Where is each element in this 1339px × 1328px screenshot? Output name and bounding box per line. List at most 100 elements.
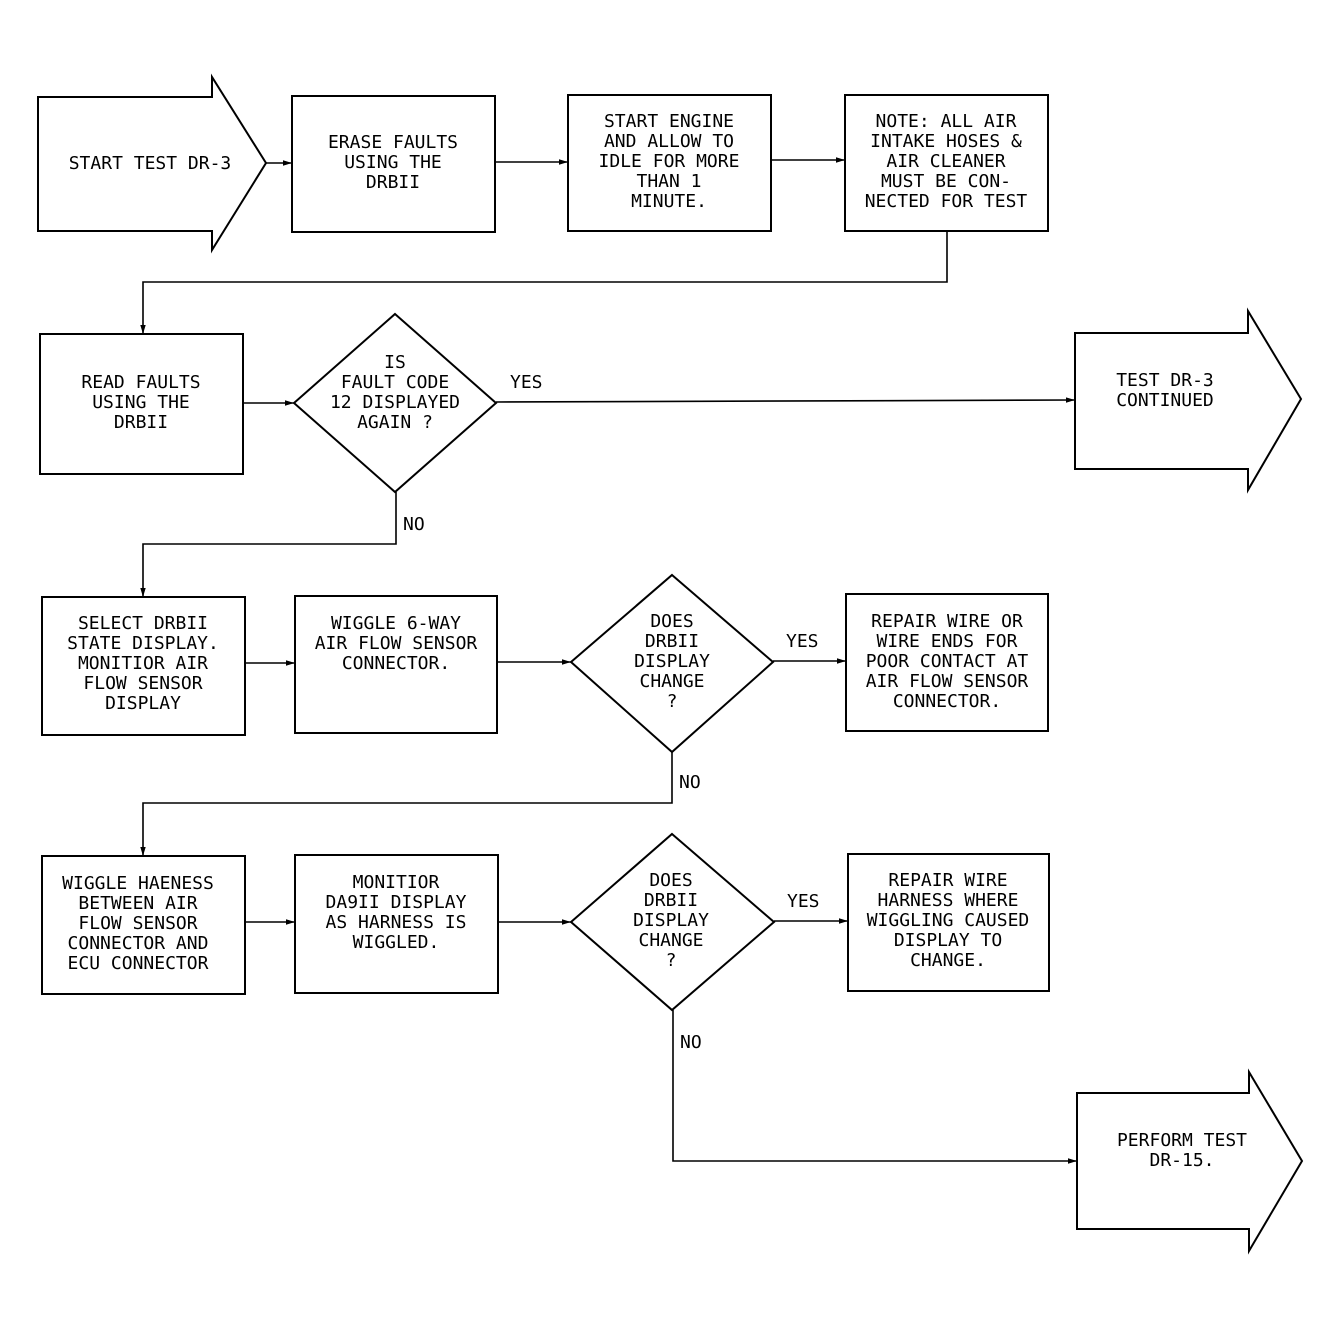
d2-line-0: DOES xyxy=(650,611,693,632)
fault-code-decision-shape xyxy=(292,312,498,494)
d1-line-3: AGAIN ? xyxy=(357,412,433,433)
start-line-0: START TEST DR-3 xyxy=(69,153,232,174)
wiggle_h-line-3: CONNECTOR AND xyxy=(68,933,209,954)
select-line-1: STATE DISPLAY. xyxy=(67,633,219,654)
note-line-3: MUST BE CON- xyxy=(881,171,1011,192)
start-engine-box xyxy=(567,94,772,232)
connector-decision3-no xyxy=(672,1010,1077,1164)
erase-line-2: DRBII xyxy=(366,172,420,193)
d1-line-0: IS xyxy=(384,352,406,373)
note-line-4: NECTED FOR TEST xyxy=(865,191,1028,212)
connector-decision1-yes xyxy=(495,397,1076,403)
repair-harness-box xyxy=(847,853,1050,992)
monitor-line-3: WIGGLED. xyxy=(353,932,440,953)
repair1-line-4: CONNECTOR. xyxy=(893,691,1001,712)
select-line-2: MONITIOR AIR xyxy=(78,653,208,674)
decision2-yes-label: YES xyxy=(786,631,819,652)
continued-arrow-shape xyxy=(1074,307,1303,494)
select-drbii-box xyxy=(41,596,246,736)
select-line-3: FLOW SENSOR xyxy=(83,673,202,694)
d2-line-2: DISPLAY xyxy=(634,651,710,672)
repair2-line-2: WIGGLING CAUSED xyxy=(867,910,1030,931)
repair1-line-3: AIR FLOW SENSOR xyxy=(866,671,1029,692)
repair1-line-2: POOR CONTACT AT xyxy=(866,651,1029,672)
decision3-yes-label: YES xyxy=(787,891,820,912)
d3-line-4: ? xyxy=(666,950,677,971)
repair1-line-1: WIRE ENDS FOR xyxy=(877,631,1018,652)
erase-line-0: ERASE FAULTS xyxy=(328,132,458,153)
repair2-line-4: CHANGE. xyxy=(910,950,986,971)
note-line-1: INTAKE HOSES & xyxy=(870,131,1022,152)
decision3-no-label: NO xyxy=(680,1032,702,1053)
continued-line-1: CONTINUED xyxy=(1116,390,1214,411)
repair2-line-1: HARNESS WHERE xyxy=(878,890,1019,911)
decision1-no-label: NO xyxy=(403,514,425,535)
repair1-line-0: REPAIR WIRE OR xyxy=(871,611,1023,632)
d3-line-3: CHANGE xyxy=(638,930,703,951)
wiggle_h-line-0: WIGGLE HAENESS xyxy=(62,873,214,894)
repair-contact-box xyxy=(845,593,1049,732)
erase-faults-box xyxy=(291,95,496,233)
select-line-4: DISPLAY xyxy=(105,693,181,714)
start_engine-line-3: THAN 1 xyxy=(636,171,701,192)
wiggle-harness-box xyxy=(41,855,246,995)
start-arrow-shape xyxy=(37,73,268,254)
d3-line-2: DISPLAY xyxy=(633,910,709,931)
wiggle_h-line-4: ECU CONNECTOR xyxy=(68,953,209,974)
read_faults-line-2: DRBII xyxy=(114,412,168,433)
start_engine-line-1: AND ALLOW TO xyxy=(604,131,734,152)
wiggle6-line-1: AIR FLOW SENSOR xyxy=(315,633,478,654)
display-change-decision-2-shape xyxy=(569,832,776,1012)
wiggle_h-line-2: FLOW SENSOR xyxy=(78,913,197,934)
monitor-line-2: AS HARNESS IS xyxy=(326,912,467,933)
d2-line-1: DRBII xyxy=(645,631,699,652)
monitor-line-1: DA9II DISPLAY xyxy=(326,892,467,913)
wiggle6-line-0: WIGGLE 6-WAY xyxy=(331,613,461,634)
start-label: START TEST DR-3 xyxy=(69,153,232,174)
repair2-line-0: REPAIR WIRE xyxy=(888,870,1007,891)
perform-line-0: PERFORM TEST xyxy=(1117,1130,1247,1151)
wiggle-connector-box xyxy=(294,595,498,734)
read-faults-box xyxy=(39,333,244,475)
d1-line-1: FAULT CODE xyxy=(341,372,449,393)
note-line-2: AIR CLEANER xyxy=(886,151,1005,172)
read_faults-line-0: READ FAULTS xyxy=(81,372,200,393)
decision1-yes-label: YES xyxy=(510,372,543,393)
d2-line-4: ? xyxy=(667,691,678,712)
wiggle_h-line-1: BETWEEN AIR xyxy=(78,893,197,914)
wiggle6-line-2: CONNECTOR. xyxy=(342,653,450,674)
connector-decision1-no xyxy=(140,492,397,597)
erase-line-1: USING THE xyxy=(344,152,442,173)
note-line-0: NOTE: ALL AIR xyxy=(876,111,1017,132)
decision2-no-label: NO xyxy=(679,772,701,793)
monitor-display-box xyxy=(294,854,499,994)
d2-line-3: CHANGE xyxy=(639,671,704,692)
perform-line-1: DR-15. xyxy=(1149,1150,1214,1171)
connector-decision2-no xyxy=(140,752,673,856)
connector-note-read xyxy=(140,231,948,334)
d3-line-0: DOES xyxy=(649,870,692,891)
continued-line-0: TEST DR-3 xyxy=(1116,370,1214,391)
select-line-0: SELECT DRBII xyxy=(78,613,208,634)
perform-test-arrow-shape xyxy=(1076,1068,1304,1255)
start_engine-line-2: IDLE FOR MORE xyxy=(599,151,740,172)
d3-line-1: DRBII xyxy=(644,890,698,911)
d1-line-2: 12 DISPLAYED xyxy=(330,392,460,413)
start_engine-line-4: MINUTE. xyxy=(631,191,707,212)
